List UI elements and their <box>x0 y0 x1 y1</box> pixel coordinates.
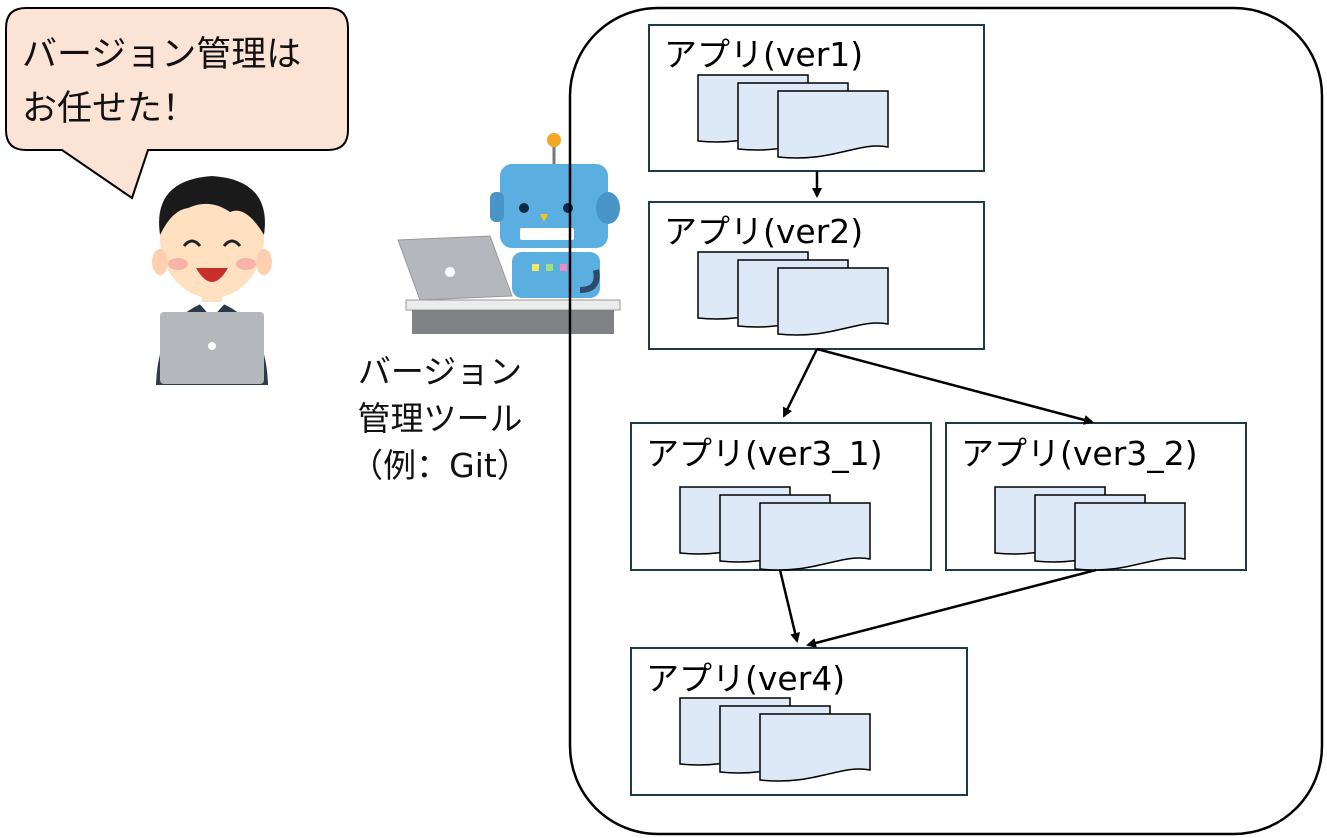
version-box <box>648 201 985 350</box>
version-arrows <box>778 171 1097 648</box>
speech-bubble <box>5 7 349 200</box>
version-box <box>630 647 968 796</box>
version-label: アプリ(ver2) <box>664 212 863 251</box>
robot-icon <box>397 133 621 334</box>
tool-label-line: （例：Git） <box>350 446 530 485</box>
version-box <box>648 24 985 172</box>
speech-line: バージョン管理は <box>22 35 302 75</box>
version-label: アプリ(ver1) <box>664 35 863 74</box>
version-box <box>630 422 932 571</box>
repository-container <box>568 6 1324 836</box>
speech-line: お任せた！ <box>22 89 198 129</box>
tool-label: バージョン 管理ツール （例：Git） <box>330 348 550 489</box>
tool-label-line: 管理ツール <box>357 399 523 438</box>
version-label: アプリ(ver3_2) <box>961 434 1198 473</box>
version-box <box>945 422 1247 571</box>
version-label: アプリ(ver4) <box>646 659 845 698</box>
tool-label-line: バージョン <box>357 352 523 391</box>
person-icon <box>152 176 272 385</box>
version-label: アプリ(ver3_1) <box>646 434 883 473</box>
speech-bubble-text: バージョン管理は お任せた！ <box>22 28 342 136</box>
